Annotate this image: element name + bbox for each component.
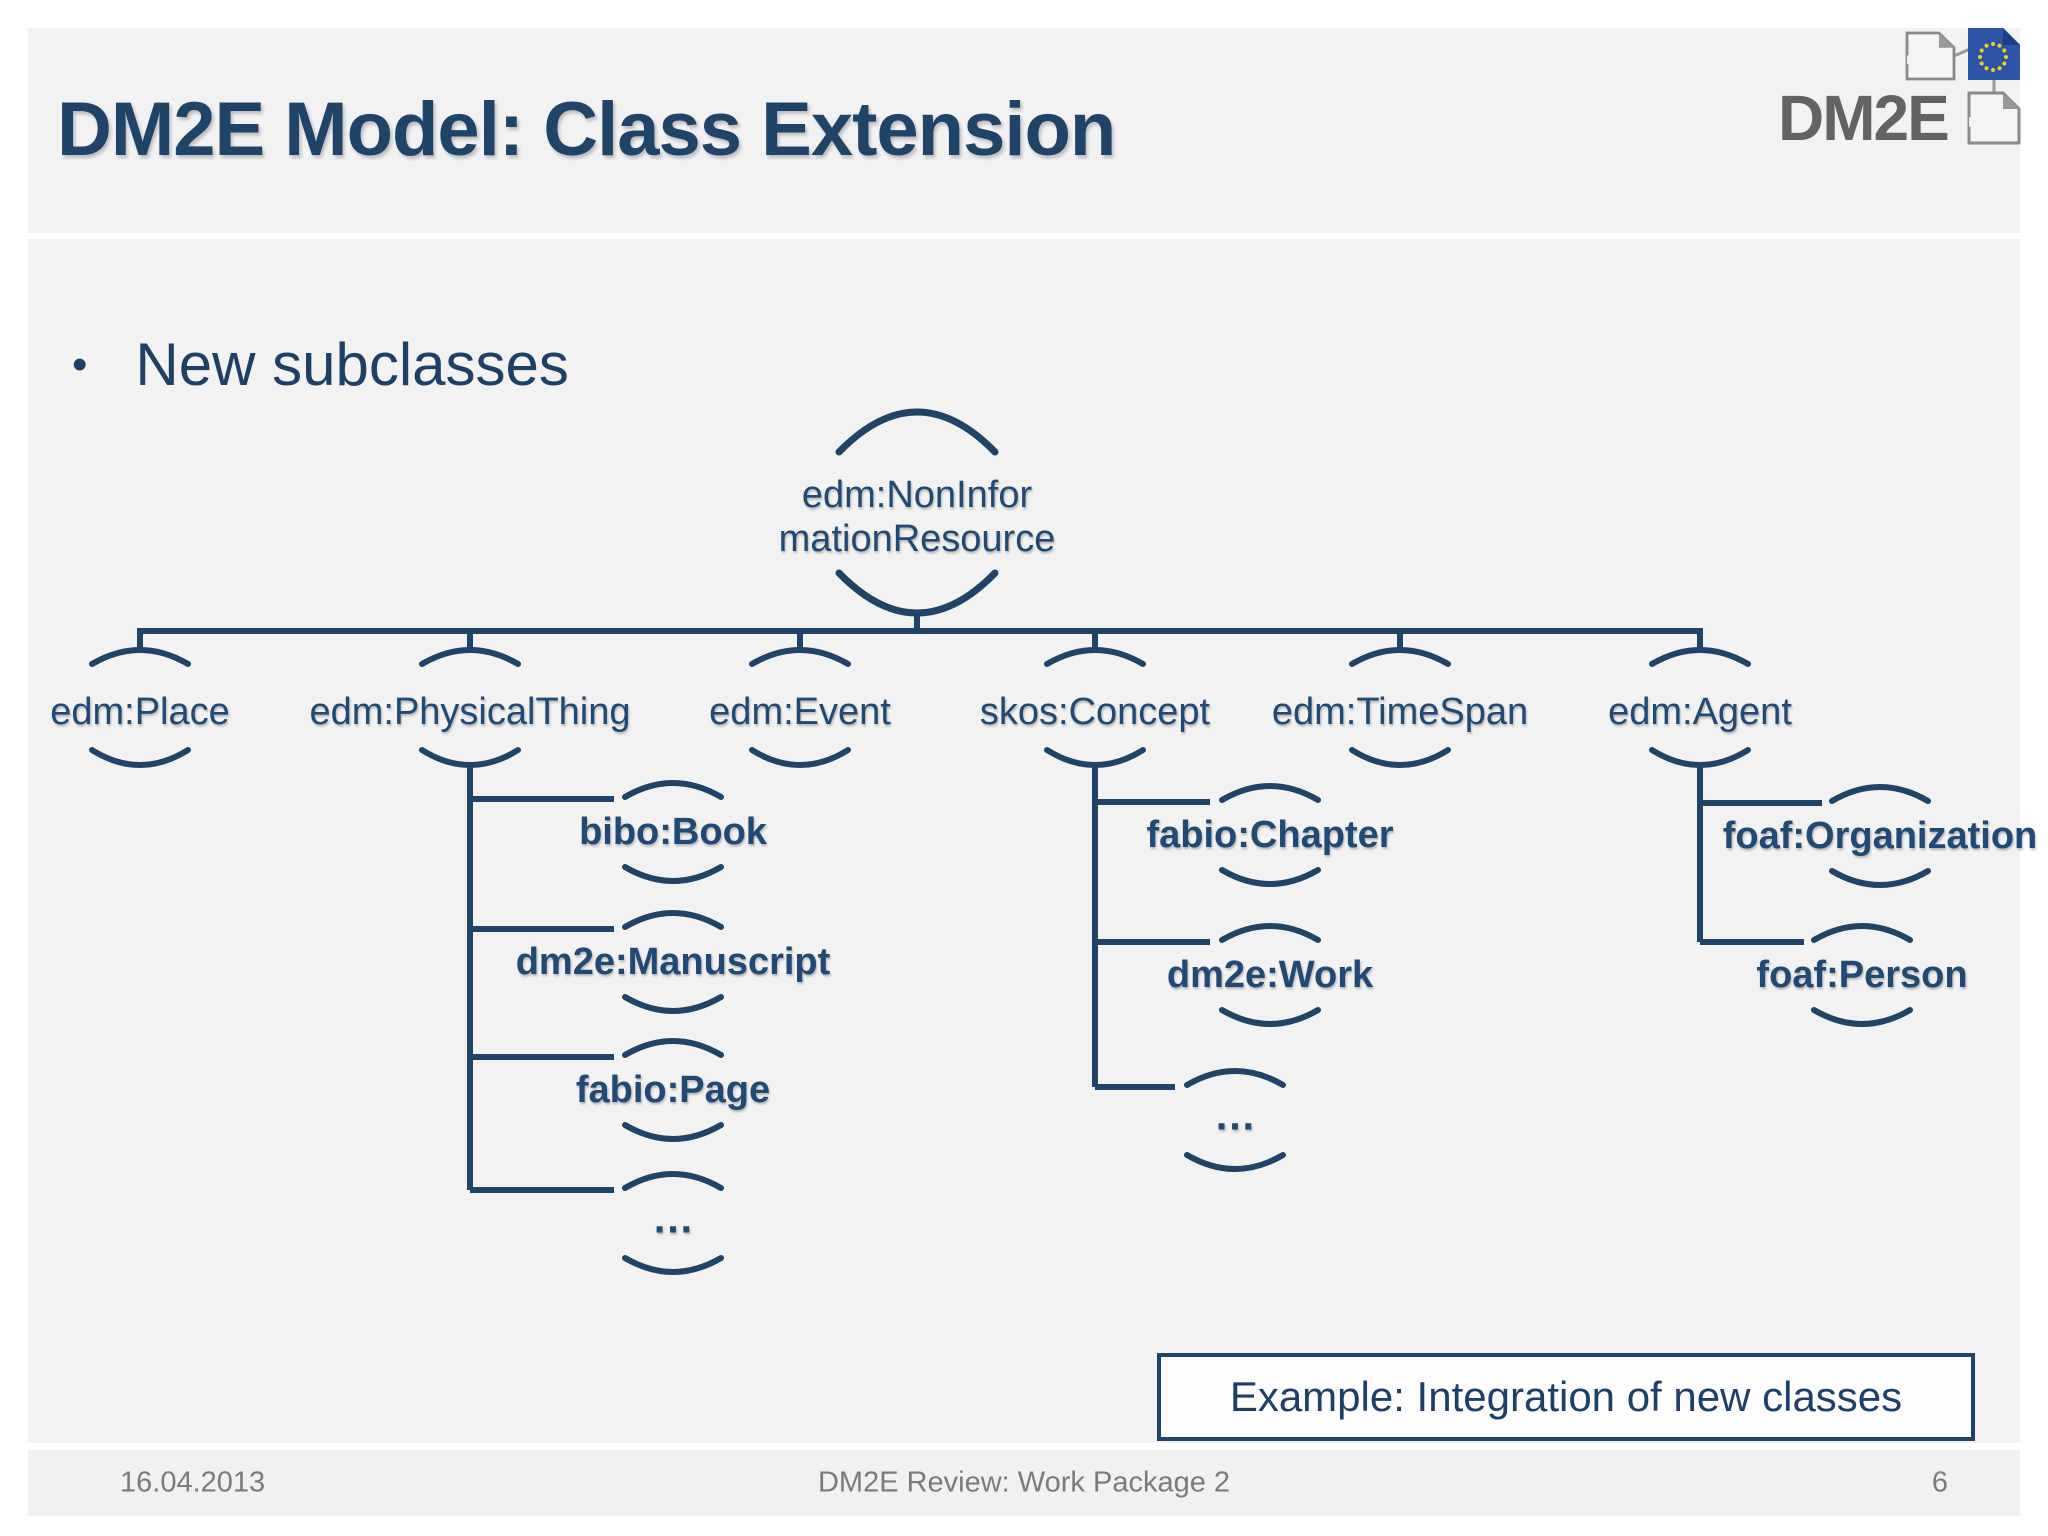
node-label: fabio:Page [576, 1069, 770, 1111]
node-label: edm:Agent [1608, 691, 1792, 733]
arc-bottom [1649, 747, 1751, 768]
arc-bottom [1219, 1007, 1321, 1027]
node-label: edm:TimeSpan [1272, 691, 1528, 733]
footer: 16.04.2013 DM2E Review: Work Package 2 6 [28, 1450, 2020, 1516]
node-label: edm:PhysicalThing [309, 691, 630, 733]
callout-text: Example: Integration of new classes [1229, 1373, 1903, 1420]
arc-top [622, 1038, 724, 1058]
arc-top [1219, 923, 1321, 943]
arc-top [835, 408, 999, 456]
node-edm-agent: edm:Agent [1608, 647, 1792, 768]
logo-wordmark: DM2E [1778, 82, 1948, 154]
bullet-item: • New subclasses [72, 330, 569, 399]
node-edm-event: edm:Event [709, 647, 891, 768]
document-icon [1967, 91, 2021, 145]
node-label: edm:Place [50, 691, 230, 733]
arc-bottom [1184, 1152, 1286, 1172]
eu-stars [1978, 42, 2008, 72]
arc-bottom [1811, 1007, 1913, 1027]
node-concept-ellipsis: … [1184, 1068, 1286, 1172]
connector-level1-bus [137, 628, 1703, 653]
node-label: dm2e:Work [1167, 954, 1374, 996]
title-band [28, 28, 2020, 233]
slide-body-panel [28, 239, 2020, 1443]
node-fabio-chapter: fabio:Chapter [1147, 783, 1394, 887]
node-label: … [652, 1195, 694, 1242]
arc-top [419, 647, 521, 667]
node-bibo-book: bibo:Book [579, 780, 768, 884]
node-label: skos:Concept [980, 691, 1211, 733]
node-edm-noninformationresource: edm:NonInfor mationResource [779, 408, 1056, 617]
node-label: edm:NonInfor [802, 474, 1033, 516]
bullet-marker: • [72, 339, 88, 389]
arc-bottom [1219, 867, 1321, 887]
node-edm-timespan: edm:TimeSpan [1272, 647, 1528, 768]
node-physicalthing-ellipsis: … [622, 1171, 724, 1275]
footer-title: DM2E Review: Work Package 2 [817, 1466, 1231, 1499]
arc-top [1044, 647, 1146, 667]
node-label: foaf:Person [1756, 954, 1967, 996]
arc-bottom [622, 864, 724, 884]
bullet-text: New subclasses [135, 331, 569, 398]
footer-page-number: 6 [1931, 1466, 1948, 1499]
node-dm2e-work: dm2e:Work [1167, 923, 1374, 1027]
arc-top [622, 1171, 724, 1191]
arc-bottom [1044, 747, 1146, 768]
logo-connector-line [1953, 47, 1971, 58]
arc-bottom [1829, 868, 1931, 888]
arc-bottom [749, 747, 851, 768]
dm2e-logo: DM2E [1778, 28, 2021, 154]
node-label: foaf:Organization [1723, 815, 2038, 857]
arc-top [1349, 647, 1451, 667]
node-label: edm:Event [709, 691, 891, 733]
node-label: dm2e:Manuscript [516, 941, 831, 983]
eu-document-icon [1968, 28, 2020, 80]
node-label: … [1214, 1092, 1256, 1139]
arc-top [749, 647, 851, 667]
arc-top [622, 780, 724, 800]
node-skos-concept: skos:Concept [980, 647, 1211, 768]
page-title: DM2E Model: Class Extension [57, 87, 1116, 172]
node-foaf-organization: foaf:Organization [1723, 784, 2038, 888]
footer-band: 16.04.2013 DM2E Review: Work Package 2 6 [28, 1450, 2020, 1516]
diagram-connectors [137, 612, 1822, 1193]
arc-bottom [835, 569, 999, 617]
arc-bottom [419, 747, 521, 768]
arc-top [622, 910, 724, 930]
document-icon [1905, 31, 1956, 81]
arc-bottom [622, 1122, 724, 1142]
arc-top [89, 647, 191, 667]
arc-top [1811, 923, 1913, 943]
node-edm-physicalthing: edm:PhysicalThing [309, 647, 631, 768]
node-label: fabio:Chapter [1147, 814, 1394, 856]
arc-bottom [622, 994, 724, 1014]
node-edm-place: edm:Place [50, 647, 230, 768]
node-fabio-page: fabio:Page [576, 1038, 770, 1142]
callout-box: Example: Integration of new classes [1157, 1353, 1975, 1441]
node-label: bibo:Book [579, 811, 768, 853]
node-foaf-person: foaf:Person [1756, 923, 1968, 1027]
arc-top [1184, 1068, 1286, 1088]
node-dm2e-manuscript: dm2e:Manuscript [516, 910, 831, 1014]
arc-top [1219, 783, 1321, 803]
arc-top [1649, 647, 1751, 667]
footer-date: 16.04.2013 [120, 1466, 266, 1499]
node-label: mationResource [779, 518, 1056, 560]
arc-top [1829, 784, 1931, 804]
arc-bottom [622, 1255, 724, 1275]
arc-bottom [89, 747, 191, 768]
arc-bottom [1349, 747, 1451, 768]
